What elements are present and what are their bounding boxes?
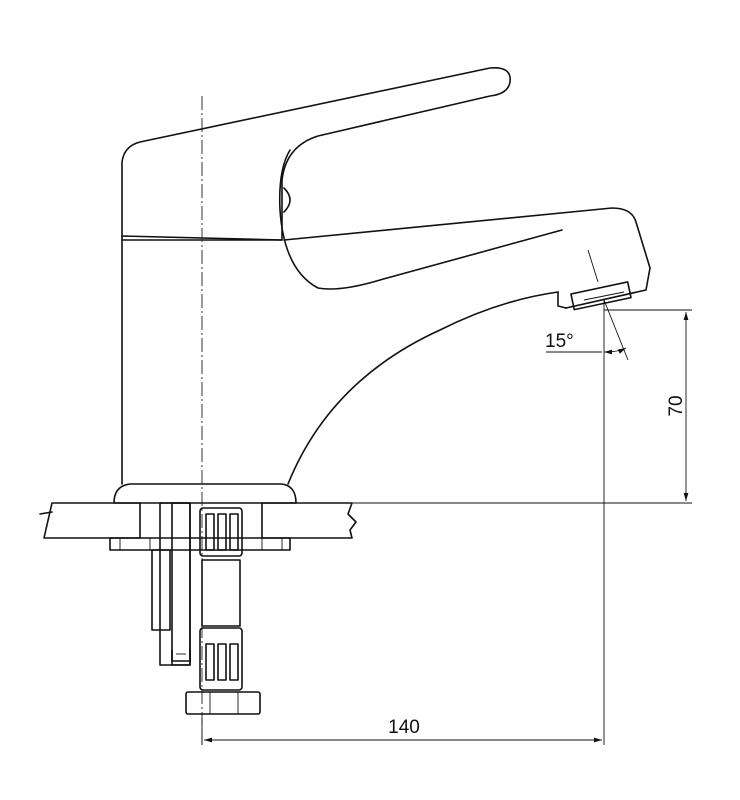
width-dimension-label: 140 [388, 717, 420, 738]
dimension-height: 70 [296, 309, 692, 504]
countertop-slab [39, 502, 357, 539]
lever-handle [121, 66, 563, 290]
height-dimension-label: 70 [666, 395, 687, 416]
dimension-angle: 15° [545, 299, 629, 361]
angle-dimension-label: 15° [545, 331, 574, 352]
flexible-hose [185, 507, 261, 715]
faucet-body [113, 207, 651, 504]
dimension-width: 140 [201, 300, 605, 745]
